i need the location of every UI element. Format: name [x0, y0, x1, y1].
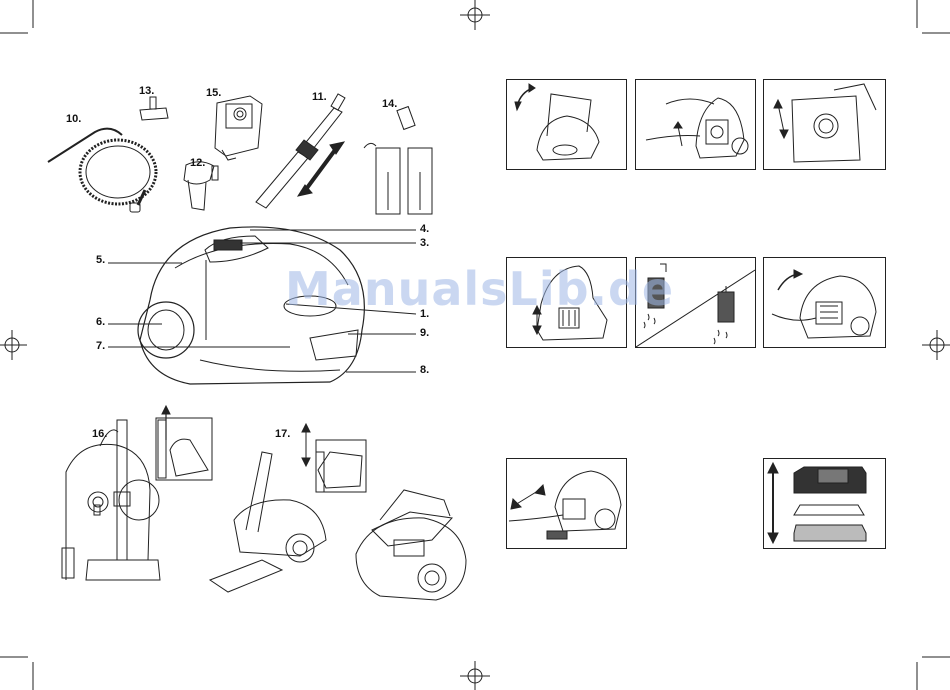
replace-filter-illustration — [507, 459, 626, 548]
hose-illustration — [48, 129, 156, 212]
part-label-9: 9. — [420, 327, 429, 339]
part-label-5: 5. — [96, 254, 105, 266]
part-label-6: 6. — [96, 316, 105, 328]
part-label-13: 13. — [139, 85, 154, 97]
upholstery-nozzle-illustration — [140, 97, 168, 120]
part-label-3: 3. — [420, 237, 429, 249]
part-label-16: 16. — [92, 428, 107, 440]
step-panel-lift-lid — [506, 79, 627, 170]
step-panel-filter-layers — [763, 458, 886, 549]
telescopic-tube-illustration — [256, 94, 345, 208]
lift-lid-illustration — [507, 80, 626, 169]
part-label-15: 15. — [206, 87, 221, 99]
part-label-12: 12. — [190, 157, 205, 169]
part-label-8: 8. — [420, 364, 429, 376]
open-vacuum-illustration — [356, 490, 466, 600]
registration-mark — [460, 0, 490, 30]
open-grille-illustration — [764, 258, 885, 347]
step-panel-open-grille — [763, 257, 886, 348]
part-label-7: 7. — [96, 340, 105, 352]
registration-mark — [0, 330, 27, 360]
part-label-10: 10. — [66, 113, 81, 125]
filter-layers-illustration — [764, 459, 885, 548]
registration-mark — [922, 330, 950, 360]
part-label-4: 4. — [420, 223, 429, 235]
parking-position-16-illustration — [62, 406, 212, 580]
step-panel-replace-filter — [506, 458, 627, 549]
parking-position-17-illustration — [210, 424, 366, 592]
step-panel-bag-holder — [763, 79, 886, 170]
part-label-14: 14. — [382, 98, 397, 110]
watermark-text: ManualsLib.de — [285, 262, 674, 316]
crevice-tool-illustration — [364, 107, 432, 214]
part-label-17: 17. — [275, 428, 290, 440]
part-label-11: 11. — [312, 91, 327, 103]
dust-bag-illustration — [215, 96, 262, 160]
bag-holder-illustration — [764, 80, 885, 169]
remove-bag-illustration — [636, 80, 755, 169]
registration-mark — [460, 661, 490, 690]
step-panel-remove-bag — [635, 79, 756, 170]
